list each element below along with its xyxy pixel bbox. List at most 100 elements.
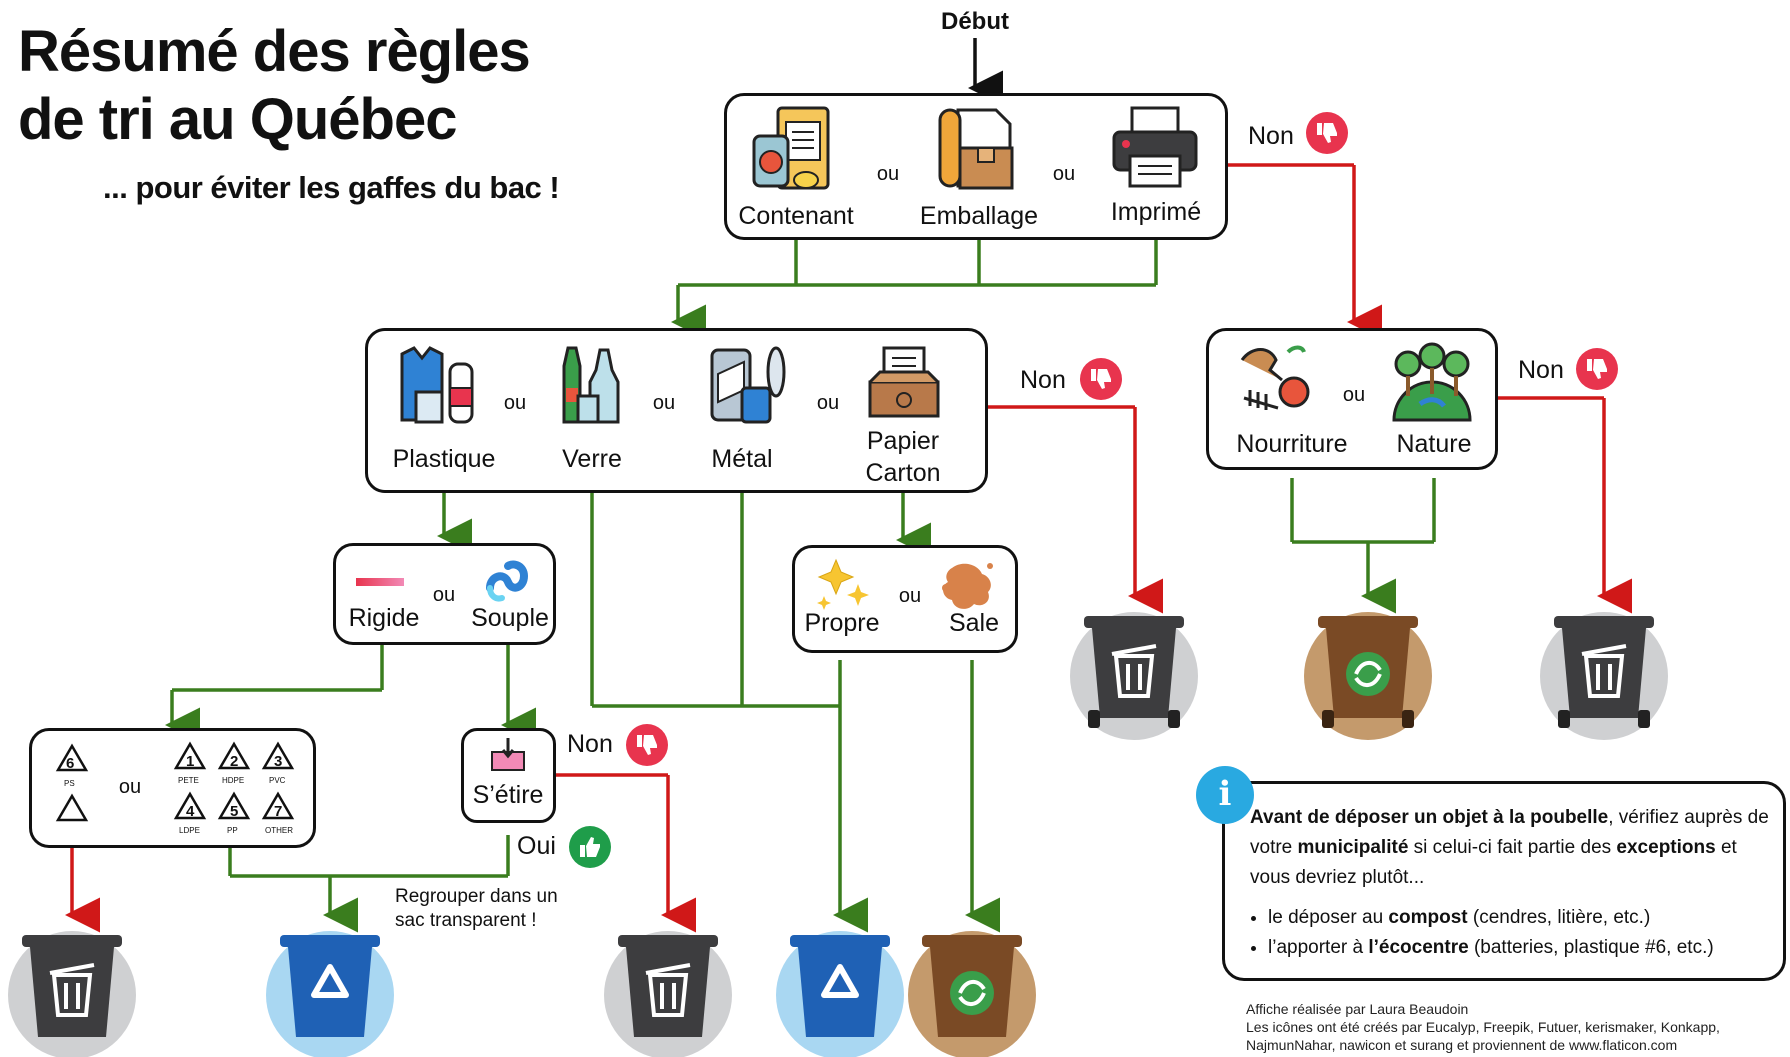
recycling-code-number: 2 <box>230 753 239 770</box>
info-icon: i <box>1196 766 1254 824</box>
stain-icon <box>942 563 993 609</box>
recycling-code-icon <box>261 791 295 820</box>
non-label: Non <box>1518 356 1564 384</box>
setire-label: S’étire <box>472 781 544 809</box>
page-subtitle: ... pour éviter les gaffes du bac ! <box>103 170 560 205</box>
info-panel <box>1222 781 1786 981</box>
credits: Affiche réalisée par Laura Beaudoin Les … <box>1246 1001 1720 1053</box>
recycling-code-number: 5 <box>230 803 239 820</box>
recycling-code-icon <box>261 741 295 770</box>
garbage-bin <box>8 931 136 1057</box>
recycling-code-node <box>29 728 316 848</box>
ou-label: ou <box>652 392 676 414</box>
recycle-icon <box>311 964 349 998</box>
compost-bin <box>1304 612 1432 740</box>
recycling-code-icon <box>217 791 251 820</box>
emballage-label: Emballage <box>919 202 1039 230</box>
recycling-code-icon <box>173 741 207 770</box>
glass-icon <box>562 346 620 424</box>
sparkles-icon <box>817 558 869 610</box>
trash-can-icon <box>645 963 691 1017</box>
info-text: Avant de déposer un objet à la poubelle,… <box>1250 803 1780 963</box>
list-item: l’apporter à l’écocentre (batteries, pla… <box>1268 933 1780 963</box>
rigid-plastic-icon <box>356 578 404 586</box>
compost-leaf-icon <box>950 971 994 1015</box>
page-title: Résumé des règles de tri au Québec <box>18 19 531 152</box>
food-waste-icon <box>1240 345 1310 410</box>
recycling-code-label: LDPE <box>179 826 200 835</box>
recycling-code-number: 1 <box>186 753 195 770</box>
trash-can-icon <box>1581 644 1627 698</box>
nature-icon <box>1392 342 1472 422</box>
ou-label: ou <box>876 163 900 185</box>
info-paragraph: Avant de déposer un objet à la poubelle,… <box>1250 807 1769 888</box>
papier-label: Papier Carton <box>865 427 941 487</box>
contenant-label: Contenant <box>738 202 854 230</box>
compost-bin <box>908 931 1036 1057</box>
rigide-label: Rigide <box>348 604 420 632</box>
recycling-code-label: PVC <box>269 776 286 785</box>
thumb-up-icon <box>569 826 611 868</box>
thumb-down-icon <box>1306 112 1348 154</box>
recycling-code-label: OTHER <box>265 826 293 835</box>
verre-label: Verre <box>562 445 622 473</box>
imprime-label: Imprimé <box>1110 198 1202 226</box>
recycling-code-label: PETE <box>178 776 199 785</box>
thumb-down-icon <box>1080 358 1122 400</box>
thumb-down-icon <box>626 724 668 766</box>
ou-label: ou <box>816 392 840 414</box>
recycling-code-icon <box>55 793 89 822</box>
garbage-bin <box>604 931 732 1057</box>
non-label: Non <box>1248 122 1294 150</box>
ou-label: ou <box>503 392 527 414</box>
cardboard-box-icon <box>868 346 940 418</box>
trash-can-icon <box>49 963 95 1017</box>
trash-can-icon <box>1111 644 1157 698</box>
propre-label: Propre <box>804 609 880 637</box>
stretch-icon <box>491 738 525 771</box>
ou-label: ou <box>432 584 456 606</box>
plastique-label: Plastique <box>392 445 496 473</box>
plastic-type-node <box>333 543 556 645</box>
compost-leaf-icon <box>1346 652 1390 696</box>
ou-label: ou <box>898 585 922 607</box>
ou-label: ou <box>1342 384 1366 406</box>
recycling-code-icon <box>173 791 207 820</box>
recycling-code-label: PS <box>64 779 75 788</box>
flexible-plastic-icon <box>486 560 529 602</box>
recycle-icon <box>821 964 859 998</box>
recycling-code-label: PP <box>227 826 238 835</box>
recycling-code-number: 6 <box>66 755 75 772</box>
non-label: Non <box>1020 366 1066 394</box>
oui-label: Oui <box>517 832 556 860</box>
garbage-bin <box>1070 612 1198 740</box>
recycling-code-number: 7 <box>274 803 283 820</box>
info-list: le déposer au compost (cendres, litière,… <box>1268 903 1780 963</box>
recycling-bin <box>266 931 394 1057</box>
recycling-code-icon <box>55 743 89 772</box>
plastic-icon <box>400 346 474 424</box>
regroup-note: Regrouper dans un sac transparent ! <box>395 886 558 931</box>
metal-label: Métal <box>711 445 773 473</box>
ou-label: ou <box>1052 163 1076 185</box>
souple-label: Souple <box>471 604 549 632</box>
list-item: le déposer au compost (cendres, litière,… <box>1268 903 1780 933</box>
packaging-icon <box>938 108 1014 190</box>
recycling-code-number: 4 <box>186 803 195 820</box>
recycling-bin <box>776 931 904 1057</box>
non-label: Non <box>567 730 613 758</box>
container-icon <box>752 106 830 190</box>
printer-icon <box>1112 106 1198 188</box>
thumb-down-icon <box>1576 348 1618 390</box>
recycling-code-icon <box>217 741 251 770</box>
recycling-code-label: HDPE <box>222 776 245 785</box>
nourriture-label: Nourriture <box>1236 430 1348 458</box>
sale-label: Sale <box>948 609 1000 637</box>
start-label: Début <box>941 8 1009 35</box>
nature-label: Nature <box>1396 430 1472 458</box>
recycling-code-number: 3 <box>274 753 283 770</box>
metal-icon <box>710 346 786 424</box>
ou-label: ou <box>118 776 142 798</box>
garbage-bin <box>1540 612 1668 740</box>
